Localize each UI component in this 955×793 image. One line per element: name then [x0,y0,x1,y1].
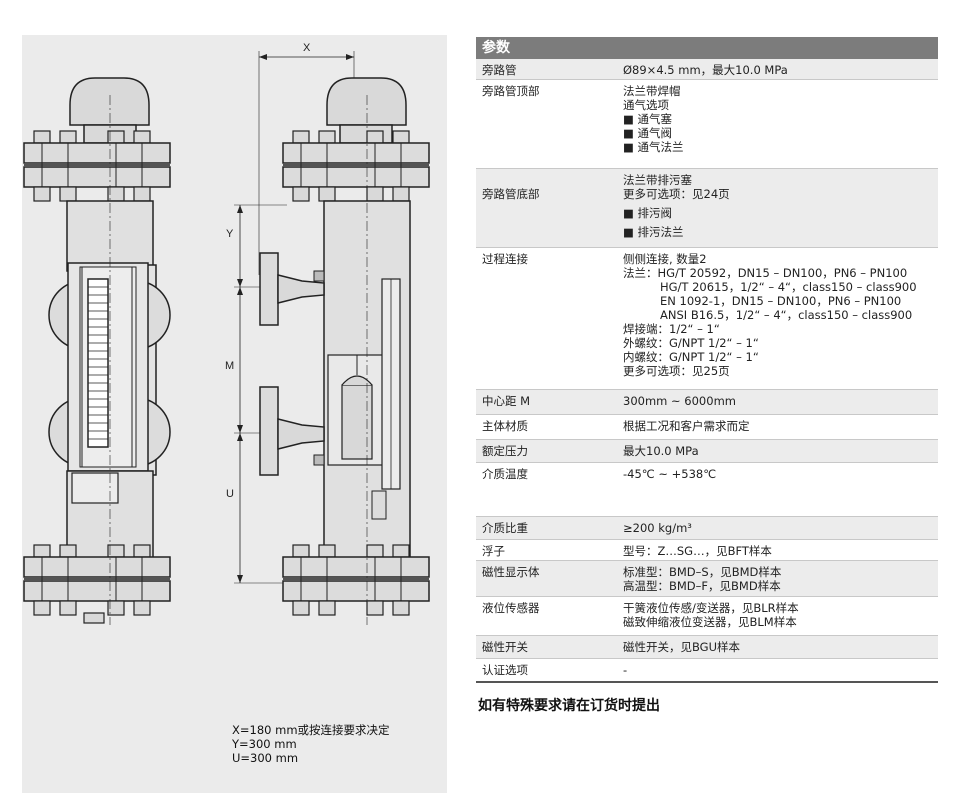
front-view [23,77,171,625]
row-value: 高温型：BMD–F，见BMD样本 [623,579,781,593]
row-value: -45℃ ~ +538℃ [623,467,717,481]
row-value: 法兰带焊帽 [623,84,681,98]
table-title: 参数 [476,37,938,59]
row-key: 旁路管底部 [482,187,540,201]
row-value: 磁性开关，见BGU样本 [623,640,741,654]
row-value: ■ 通气法兰 [623,140,684,154]
row-value: 型号：Z…SG…，见BFT样本 [623,544,772,558]
table-row: 额定压力 最大10.0 MPa [476,440,938,463]
parameter-table: 参数 旁路管 Ø89×4.5 mm，最大10.0 MPa 旁路管顶部 法兰带焊帽… [476,37,938,683]
table-row: 旁路管底部 法兰带排污塞 更多可选项：见24页 ■ 排污阀 ■ 排污法兰 [476,169,938,248]
dim-y-label: Y [226,228,234,240]
row-key: 过程连接 [482,252,528,266]
row-value: 最大10.0 MPa [623,444,699,458]
row-key: 额定压力 [482,444,528,458]
dimension-notes: X=180 mm或按连接要求决定 Y=300 mm U=300 mm [232,723,390,765]
note-x: X=180 mm或按连接要求决定 [232,723,390,737]
dim-u-label: U [226,488,234,500]
row-key: 介质比重 [482,521,528,535]
row-key: 认证选项 [482,663,528,677]
gauge-technical-drawing: X Y M U [23,42,430,625]
table-row: 介质比重 ≥200 kg/m³ [476,517,938,540]
table-row: 磁性开关 磁性开关，见BGU样本 [476,636,938,659]
table-bottom-rule [476,681,938,683]
row-value: 干簧液位传感/变送器，见BLR样本 [623,601,799,615]
row-key: 磁性开关 [482,640,528,654]
row-value: ANSI B16.5，1/2“ – 4“，class150 – class900 [660,308,913,322]
row-value: ■ 通气阀 [623,126,673,140]
side-view [234,51,430,625]
row-value: 根据工况和客户需求而定 [623,419,750,433]
note-u: U=300 mm [232,751,299,765]
table-row: 主体材质 根据工况和客户需求而定 [476,415,938,440]
table-row: 中心距 M 300mm ~ 6000mm [476,390,938,415]
row-value: 焊接端：1/2“ – 1“ [623,322,720,336]
row-value: ■ 排污阀 [623,206,673,220]
row-value: ■ 排污法兰 [623,225,684,239]
table-row: 旁路管顶部 法兰带焊帽 通气选项 ■ 通气塞 ■ 通气阀 ■ 通气法兰 [476,80,938,169]
row-value: 法兰：HG/T 20592，DN15 – DN100，PN6 – PN100 [623,266,908,280]
row-value: 300mm ~ 6000mm [623,394,736,408]
row-value: ≥200 kg/m³ [623,521,692,535]
row-value: 通气选项 [623,98,669,112]
row-value: 更多可选项：见25页 [623,364,730,378]
table-row: 磁性显示体 标准型：BMD–S，见BMD样本 高温型：BMD–F，见BMD样本 [476,561,938,597]
row-key: 磁性显示体 [482,565,540,579]
table-row: 过程连接 侧侧连接, 数量2 法兰：HG/T 20592，DN15 – DN10… [476,248,938,390]
row-key: 旁路管顶部 [482,84,540,98]
row-value: EN 1092-1，DN15 – DN100，PN6 – PN100 [660,294,902,308]
row-value: 侧侧连接, 数量2 [623,252,707,266]
row-value: 内螺纹：G/NPT 1/2“ – 1“ [623,350,759,364]
row-value: 标准型：BMD–S，见BMD样本 [623,565,782,579]
dim-m-label: M [225,360,234,372]
table-row: 旁路管 Ø89×4.5 mm，最大10.0 MPa [476,59,938,80]
row-key: 中心距 M [482,394,531,408]
row-value: Ø89×4.5 mm，最大10.0 MPa [623,63,788,77]
row-value: ■ 通气塞 [623,112,673,126]
row-value: 更多可选项：见24页 [623,187,730,201]
note-y: Y=300 mm [232,737,297,751]
row-value: 磁致伸缩液位变送器，见BLM样本 [623,615,797,629]
table-row: 认证选项 - [476,659,938,681]
row-value: HG/T 20615，1/2“ – 4“，class150 – class900 [660,280,917,294]
row-key: 主体材质 [482,419,528,433]
row-key: 介质温度 [482,467,528,481]
table-row: 介质温度 -45℃ ~ +538℃ [476,463,938,517]
row-key: 液位传感器 [482,601,540,615]
row-key: 浮子 [482,544,505,558]
row-value: 法兰带排污塞 [623,173,692,187]
special-requirements-note: 如有特殊要求请在订货时提出 [478,698,660,714]
row-value: - [623,663,628,677]
dim-x-label: X [303,42,311,54]
table-row: 液位传感器 干簧液位传感/变送器，见BLR样本 磁致伸缩液位变送器，见BLM样本 [476,597,938,636]
row-key: 旁路管 [482,63,517,77]
drawing-panel: X Y M U X=180 mm或按连接要求决定 Y=300 mm U=300 … [22,35,447,793]
row-value: 外螺纹：G/NPT 1/2“ – 1“ [623,336,759,350]
table-row: 浮子 型号：Z…SG…，见BFT样本 [476,540,938,561]
